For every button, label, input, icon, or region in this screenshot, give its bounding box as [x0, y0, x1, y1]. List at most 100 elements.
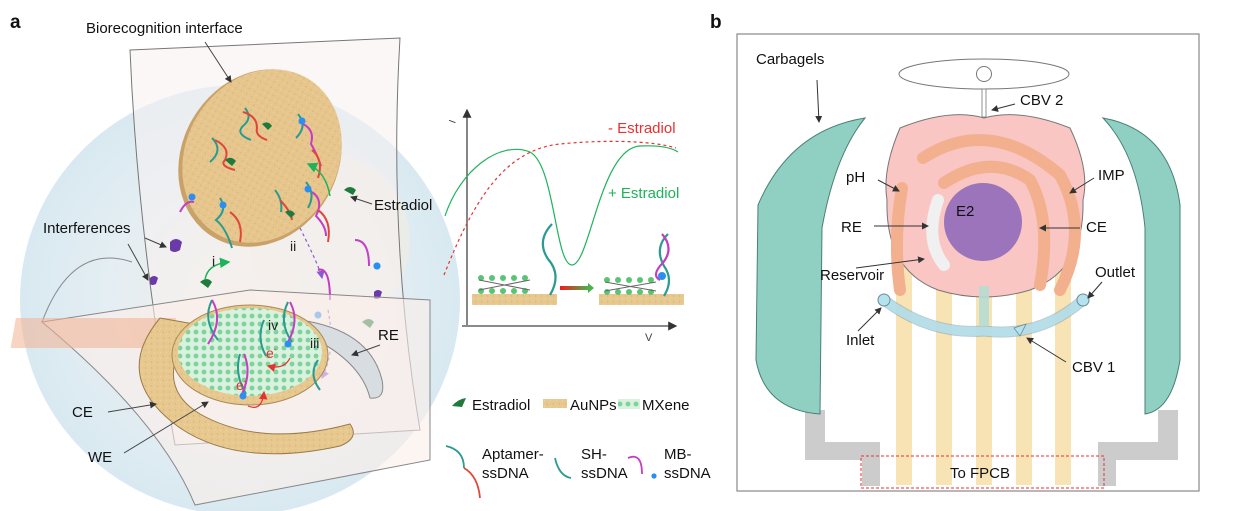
- left-connector-trace: [805, 410, 880, 486]
- outlet-leader: [1087, 281, 1103, 299]
- sensing-electrodes: [890, 134, 1081, 296]
- re-leader: [351, 344, 381, 357]
- curve-minus-estradiol: [443, 140, 677, 276]
- inlet-port: [877, 293, 891, 307]
- reservoir-leader: [855, 256, 925, 269]
- binding-arrow: [306, 162, 331, 197]
- sheet-contact-strip: [10, 318, 176, 348]
- right-connector-trace: [1098, 410, 1178, 486]
- release-arrow: [299, 227, 325, 280]
- x-axis-label: V: [645, 332, 653, 344]
- legend: Estradiol AuNPs MXene Aptamer- ssDNA SH-…: [445, 397, 711, 499]
- mb-strand-icon: [627, 455, 657, 479]
- interferences-leader: [144, 237, 167, 248]
- interferences-label: Interferences: [43, 220, 131, 237]
- cbv2-leader: [991, 103, 1016, 112]
- e2-working-electrode: [944, 183, 1022, 261]
- inlet-label: Inlet: [846, 332, 875, 349]
- svg-text:ssDNA: ssDNA: [581, 465, 628, 482]
- carbagel-left: [755, 117, 867, 415]
- legend-plus-estradiol: + Estradiol: [608, 185, 679, 202]
- svg-text:MXene: MXene: [642, 397, 690, 414]
- imp-label: IMP: [1098, 167, 1125, 184]
- panel-a-letter: a: [10, 12, 21, 33]
- schematic-after: [599, 233, 684, 305]
- reservoir-label: Reservoir: [820, 267, 884, 284]
- svg-text:MB-: MB-: [664, 446, 692, 463]
- mb-tag: [284, 340, 292, 348]
- transition-arrow-head: [588, 283, 594, 293]
- biorecognition-disc: [178, 69, 342, 247]
- curve-plus-estradiol: [444, 145, 679, 266]
- working-electrode: [171, 304, 329, 406]
- carbagels-leader: [815, 79, 823, 123]
- estradiol-icon: [344, 187, 356, 195]
- mxene-swatch-icon: [618, 399, 640, 409]
- y-axis-label: I: [447, 119, 458, 125]
- estradiol-label: Estradiol: [374, 197, 432, 214]
- cbv1-leader: [1026, 337, 1067, 363]
- ce-leader: [107, 401, 157, 413]
- step-iii-label: iii: [310, 335, 319, 351]
- legend-item-aunps: AuNPs: [543, 397, 617, 414]
- we-leader: [123, 401, 209, 454]
- svg-text:ssDNA: ssDNA: [664, 465, 711, 482]
- cbv1-valve: [1013, 323, 1027, 337]
- legend-item-aptamer: Aptamer- ssDNA: [445, 445, 544, 499]
- step-i-arrow: [204, 257, 231, 281]
- inlet-leader: [857, 307, 882, 332]
- counter-electrode: [138, 317, 354, 455]
- transition-arrow: [560, 286, 588, 290]
- panel-a: a: [10, 12, 460, 511]
- electron-transfer-arrow: [247, 390, 268, 408]
- step-i-label: i: [212, 253, 215, 269]
- re-label-b: RE: [841, 219, 862, 236]
- schematic-before: [472, 223, 557, 305]
- ph-label: pH: [846, 169, 865, 186]
- outlet-label: Outlet: [1095, 264, 1136, 281]
- cbv1-label: CBV 1: [1072, 359, 1115, 376]
- step-iv-label: iv: [268, 317, 278, 333]
- svg-text:Estradiol: Estradiol: [472, 397, 530, 414]
- carbagel-right: [1101, 117, 1181, 415]
- sheet-fold: [41, 257, 133, 323]
- fpcb-label: To FPCB: [950, 465, 1010, 482]
- carbagels-label: Carbagels: [756, 51, 824, 68]
- reference-electrode-b: [926, 194, 950, 271]
- electron-label: e-: [236, 376, 247, 393]
- legend-minus-estradiol: - Estradiol: [608, 120, 676, 137]
- cbv2-port: [976, 66, 992, 82]
- re-label: RE: [378, 327, 399, 344]
- legend-item-mb-ssdna: MB- ssDNA: [627, 446, 711, 482]
- methylene-blue-tags: [188, 117, 381, 319]
- ph-leader: [877, 179, 900, 192]
- biorecognition-label: Biorecognition interface: [86, 20, 243, 37]
- ce-label: CE: [72, 404, 93, 421]
- ce-label-b: CE: [1086, 219, 1107, 236]
- estradiol-leader: [350, 195, 373, 205]
- interferences-leader: [127, 243, 149, 281]
- imp-leader: [1069, 177, 1095, 194]
- legend-item-mxene: MXene: [618, 397, 690, 414]
- bound-strands: [207, 299, 321, 395]
- svg-text:ssDNA: ssDNA: [482, 465, 529, 482]
- sh-strand-icon: [554, 457, 572, 479]
- fpcb-connector-zone: [860, 455, 1105, 489]
- legend-item-estradiol: Estradiol: [452, 397, 530, 414]
- microfluidic-channel: [877, 286, 1090, 338]
- panel-b-letter: b: [710, 12, 722, 33]
- svg-text:AuNPs: AuNPs: [570, 397, 617, 414]
- electron-label: e-: [266, 344, 277, 361]
- estradiol-icon: [452, 398, 466, 407]
- electron-transfer-arrow: [266, 357, 291, 372]
- panel-b: b: [710, 12, 1200, 492]
- aptamer-strands: [179, 107, 370, 267]
- cbv2-channel: [981, 88, 987, 118]
- mb-tag: [239, 392, 247, 400]
- svg-text:Aptamer-: Aptamer-: [482, 446, 544, 463]
- aptamer-strand-icon: [445, 445, 481, 499]
- we-label: WE: [88, 449, 112, 466]
- svg-text:SH-: SH-: [581, 446, 607, 463]
- outlet-port: [1076, 293, 1090, 307]
